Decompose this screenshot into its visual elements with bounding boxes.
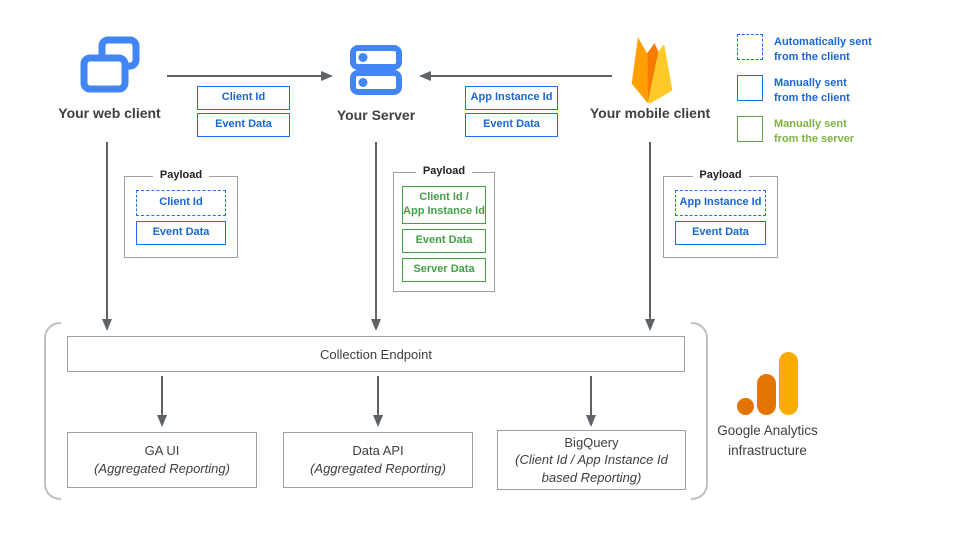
payload-item-app-instance-id: App Instance Id <box>675 190 766 216</box>
ga-logo-dot <box>737 398 754 415</box>
payload-item-server-data: Server Data <box>402 258 486 282</box>
legend-label: Automatically sent from the client <box>774 36 872 63</box>
service-detail: (Client Id / App Instance Id based Repor… <box>515 452 668 485</box>
mobile-client-label: Your mobile client <box>589 105 711 121</box>
payload-item-client-id: Client Id <box>136 190 226 216</box>
chip-event-data: Event Data <box>465 113 558 137</box>
chip-app-instance-id: App Instance Id <box>465 86 558 110</box>
service-name: GA UI <box>144 443 180 459</box>
payload-title: Payload <box>415 165 473 177</box>
service-box-data-api: Data API (Aggregated Reporting) <box>283 432 473 488</box>
chip-client-id: Client Id <box>197 86 290 110</box>
legend-item-auto-client: Automatically sent from the client <box>737 34 872 65</box>
firebase-icon <box>631 37 673 104</box>
server-icon <box>350 45 402 95</box>
payload-title: Payload <box>152 169 210 181</box>
legend-item-manual-server: Manually sent from the server <box>737 116 854 147</box>
ga-logo-mid-bar <box>757 374 776 415</box>
legend-label: Manually sent from the server <box>774 118 855 145</box>
payload-item-client-or-app-instance-id: Client Id / App Instance Id <box>402 186 486 224</box>
payload-item-event-data: Event Data <box>675 221 766 245</box>
chip-event-data: Event Data <box>197 113 290 137</box>
payload-title: Payload <box>692 169 749 181</box>
ga-logo-tall-bar <box>779 352 798 415</box>
service-detail: (Aggregated Reporting) <box>310 461 446 476</box>
legend-swatch-solid-green <box>737 116 763 142</box>
legend-item-manual-client: Manually sent from the client <box>737 75 850 106</box>
legend-swatch-solid-blue <box>737 75 763 101</box>
payload-item-event-data: Event Data <box>402 229 486 253</box>
infrastructure-bracket-left <box>44 322 61 500</box>
infrastructure-bracket-right <box>691 322 708 500</box>
legend-label: Manually sent from the client <box>774 77 850 104</box>
server-label: Your Server <box>336 107 416 123</box>
service-box-ga-ui: GA UI (Aggregated Reporting) <box>67 432 257 488</box>
payload-group-server: Payload Client Id / App Instance Id Even… <box>393 165 495 292</box>
legend-swatch-dashed-blue <box>737 34 763 60</box>
web-client-icon <box>80 36 140 93</box>
service-detail: (Aggregated Reporting) <box>94 461 230 476</box>
google-analytics-infrastructure-label: Google Analytics infrastructure <box>717 423 818 458</box>
collection-endpoint-box: Collection Endpoint <box>67 336 685 372</box>
web-client-label: Your web client <box>58 105 161 121</box>
service-box-bigquery: BigQuery (Client Id / App Instance Id ba… <box>497 430 686 490</box>
payload-group-mobile: Payload App Instance Id Event Data <box>663 169 778 258</box>
payload-group-web: Payload Client Id Event Data <box>124 169 238 258</box>
service-name: BigQuery <box>564 434 619 450</box>
payload-item-event-data: Event Data <box>136 221 226 245</box>
service-name: Data API <box>352 443 404 459</box>
